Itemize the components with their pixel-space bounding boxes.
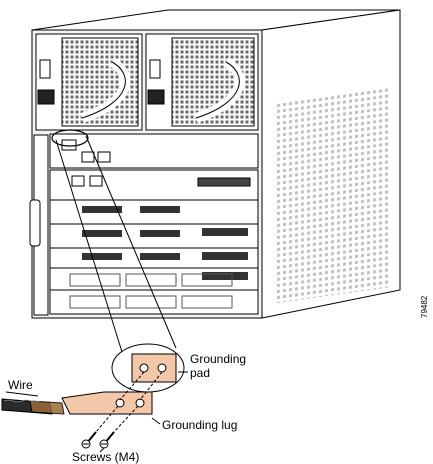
supervisor-card <box>49 133 259 169</box>
grounding-pad-label-line1: Grounding <box>190 352 247 366</box>
wire-label: Wire <box>8 378 33 392</box>
line-card-slots <box>49 133 259 315</box>
alignment-line <box>119 371 145 401</box>
power-inlet-icon <box>37 89 55 105</box>
power-supply-right <box>145 33 259 131</box>
pad-hole <box>139 363 149 373</box>
figure-number: 79482 <box>420 295 429 318</box>
grounding-pad-label: Grounding pad <box>190 352 246 380</box>
grounding-pad-highlight <box>51 129 89 147</box>
screw-icon <box>99 431 115 449</box>
pad-hole <box>157 363 167 373</box>
lug-hole <box>115 398 125 408</box>
side-vent-area <box>275 87 390 304</box>
power-supply-left <box>35 33 143 131</box>
callout-line <box>55 139 123 353</box>
lug-hole <box>135 398 145 408</box>
supervisor-card <box>49 169 259 201</box>
screw-icon <box>81 431 97 449</box>
label-leader <box>99 447 105 453</box>
grounding-lug-label: Grounding lug <box>162 418 238 432</box>
label-leader <box>151 417 161 425</box>
line-card <box>49 289 259 315</box>
callout-line <box>85 135 177 349</box>
alignment-line <box>113 405 139 433</box>
alignment-line <box>95 405 119 433</box>
grounding-pad-label-line2: pad <box>190 366 211 380</box>
power-switch-icon <box>39 59 51 79</box>
ground-wire <box>1 391 65 415</box>
alignment-line <box>139 371 163 401</box>
grounding-pad-inset <box>111 343 185 393</box>
power-switch-icon <box>149 59 161 79</box>
screws-label: Screws (M4) <box>72 450 140 464</box>
rack-handle <box>29 134 49 316</box>
power-inlet-icon <box>147 89 165 105</box>
grounding-lug <box>61 391 153 415</box>
